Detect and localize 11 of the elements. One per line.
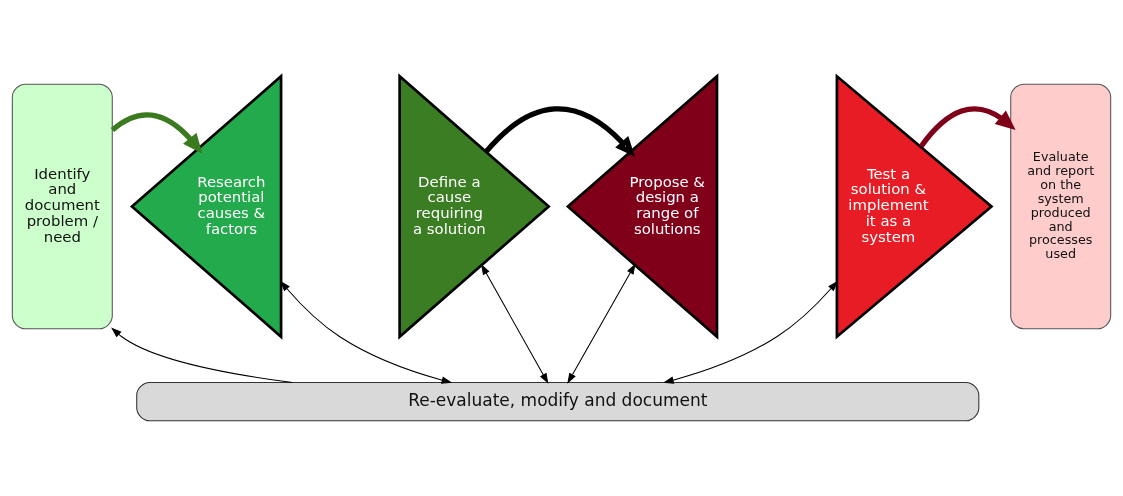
node-box: Identify and document problem / need bbox=[11, 83, 113, 329]
arrow bbox=[918, 105, 1016, 148]
arrow bbox=[481, 263, 549, 384]
arrow bbox=[567, 263, 636, 384]
arrow bbox=[280, 280, 453, 384]
arrow bbox=[110, 111, 203, 154]
arrow bbox=[484, 105, 635, 157]
node-box: Evaluate and report on the system produced and processes used bbox=[1010, 83, 1112, 329]
arrow bbox=[663, 280, 838, 384]
arrow bbox=[111, 326, 293, 383]
node-box: Re-evaluate, modify and document bbox=[136, 381, 980, 421]
